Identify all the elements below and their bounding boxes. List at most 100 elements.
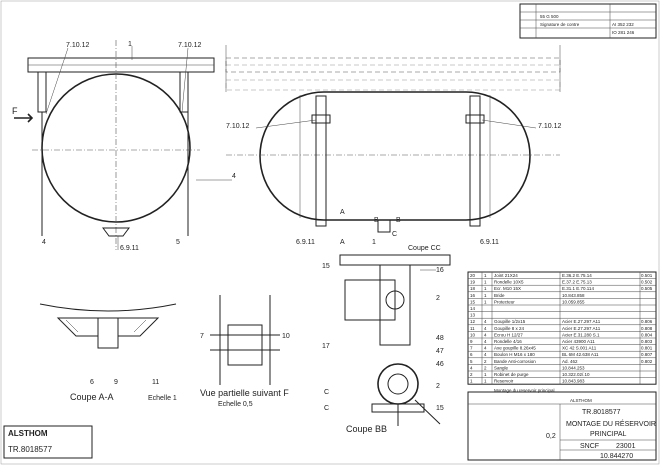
scale-note: Echelle 0,5 (218, 401, 253, 408)
parts-row-no: 9 (470, 339, 473, 344)
section-a-a: 6 9 11 Coupe A-A Echelle 1 (39, 303, 177, 402)
part-number: 15 (436, 405, 444, 412)
parts-row-ref: Acier E.31.280 S.1 (562, 332, 600, 337)
parts-row-desc: Rondelle 4/16 (494, 339, 522, 344)
parts-row-desc: Joint 21X24 (494, 273, 518, 278)
title-sheet-no: 23001 (616, 443, 636, 450)
parts-row-mat: 0.808 (641, 326, 653, 331)
parts-row-ref: 10.844.253 (562, 365, 585, 370)
parts-row-mat: 0.806 (641, 319, 653, 324)
ref-label: 6.9.11 (120, 245, 139, 252)
part-number: 7 (200, 333, 204, 340)
ref-label: 6.9.11 (296, 239, 315, 246)
title-line1: MONTAGE DU RÉSERVOIR (566, 419, 656, 428)
parts-row-qty: 2 (484, 359, 487, 364)
part-number: 46 (436, 361, 444, 368)
parts-row-no: 6 (470, 352, 473, 357)
stamp-company: ALSTHOM (8, 429, 48, 438)
parts-row-desc: Boulon H M16 x 180 (494, 352, 535, 357)
title-block: TR.8018577 MONTAGE DU RÉSERVOIR PRINCIPA… (467, 391, 657, 461)
parts-row-qty: 4 (484, 346, 487, 351)
parts-row-desc: Robinet de purge (494, 372, 529, 377)
revision-code: IO 281 246 (612, 30, 635, 35)
parts-row-desc: Reservoir (494, 379, 514, 384)
ref-label: 7.10.12 (66, 42, 89, 49)
revision-text: Signature de contre (540, 22, 580, 27)
part-number: 47 (436, 348, 444, 355)
parts-row-ref: BL 6M 42.638 A11 (562, 352, 599, 357)
title-org: SNCF (580, 443, 599, 450)
parts-row-qty: 2 (484, 365, 487, 370)
parts-row-desc: Bride (494, 293, 505, 298)
parts-row-ref: Acier E.27.297 A11 (562, 326, 601, 331)
parts-row-qty: 4 (484, 319, 487, 324)
parts-row-mat: 0.501 (641, 273, 653, 278)
parts-row-ref: XC 42 S.001 A11 (562, 346, 597, 351)
parts-row-no: 4 (470, 365, 473, 370)
parts-row-qty: 1 (484, 299, 487, 304)
part-number: 1 (372, 239, 376, 246)
parts-row-no: 16 (470, 293, 476, 298)
parts-row-ref: 10.843.983 (562, 379, 585, 384)
parts-row-no: 11 (470, 326, 475, 331)
section-letter: C (324, 405, 329, 412)
section-letter: C (392, 231, 397, 238)
ref-label: 7.10.12 (178, 42, 201, 49)
stamp-number: TR.8018577 (8, 445, 53, 454)
parts-row-ref: Acier 43900 A11 (562, 339, 595, 344)
rail-post-right (179, 71, 189, 113)
part-number: 48 (436, 335, 444, 342)
parts-row-ref: 10.322.02/.10 (562, 372, 590, 377)
parts-row-no: 13 (470, 313, 476, 318)
part-number: 11 (152, 379, 159, 386)
part-number: 5 (176, 239, 180, 246)
revision-table: 55 G 500 Signature de contre AI 352 232 … (519, 3, 657, 39)
parts-row-ref: 10.059.855 (562, 299, 585, 304)
strap-left (315, 95, 327, 227)
parts-row-no: 19 (470, 280, 476, 285)
view-arrow-f (14, 113, 34, 123)
side-view: 7.10.12 7.10.12 6.9.11 6.9.11 A A B B C … (225, 45, 561, 252)
parts-row-ref: Acier E.27.297 A11 (562, 319, 601, 324)
part-number: 10 (282, 333, 290, 340)
parts-row-desc: Goupille 1/2x15 (494, 319, 526, 324)
part-number: 9 (114, 379, 118, 386)
parts-row-mat: 0.801 (641, 346, 653, 351)
parts-row-mat: 0.807 (641, 352, 653, 357)
section-title: Vue partielle suivant F (200, 388, 289, 398)
part-number: 16 (436, 267, 444, 274)
section-title: Coupe CC (408, 245, 441, 252)
parts-row-qty: 1 (484, 293, 487, 298)
parts-row-desc: Goupille 8 x 24 (494, 326, 525, 331)
parts-row-mat: 0.505 (641, 286, 653, 291)
parts-row-no: 18 (470, 286, 476, 291)
part-number: 2 (436, 295, 440, 302)
parts-row-ref: E.36.2 E.75.14 (562, 273, 592, 278)
drain-fitting (377, 219, 391, 233)
view-letter-f: F (12, 106, 18, 116)
parts-row-no: 12 (470, 319, 476, 324)
title-number: TR.8018577 (582, 409, 621, 416)
strap-right (469, 95, 481, 227)
parts-row-desc: Bande Anti-corrosion (494, 359, 536, 364)
parts-row-ref: E.37.2 E.75.13 (562, 280, 592, 285)
parts-row-ref: Ad. 462 (562, 359, 578, 364)
part-number: 4 (232, 173, 236, 180)
parts-row-mat: 0.803 (641, 339, 653, 344)
parts-row-no: 10 (470, 332, 476, 337)
title-line2: PRINCIPAL (590, 431, 627, 438)
view-f: 7 10 Vue partielle suivant F Echelle 0,5 (200, 295, 290, 408)
parts-row-ref: 10.843.858 (562, 293, 585, 298)
section-letter: A (340, 209, 345, 216)
section-c-c: 15 16 2 17 48 47 46 (322, 254, 451, 368)
parts-row-mat: 0.804 (641, 332, 653, 337)
part-number: 2 (436, 383, 440, 390)
part-number: 4 (42, 239, 46, 246)
section-letter: B (374, 217, 379, 224)
section-title: Coupe A-A (70, 392, 114, 402)
section-letter: C (324, 389, 329, 396)
parts-row-qty: 1 (484, 286, 487, 291)
parts-row-mat: 0.802 (641, 359, 653, 364)
